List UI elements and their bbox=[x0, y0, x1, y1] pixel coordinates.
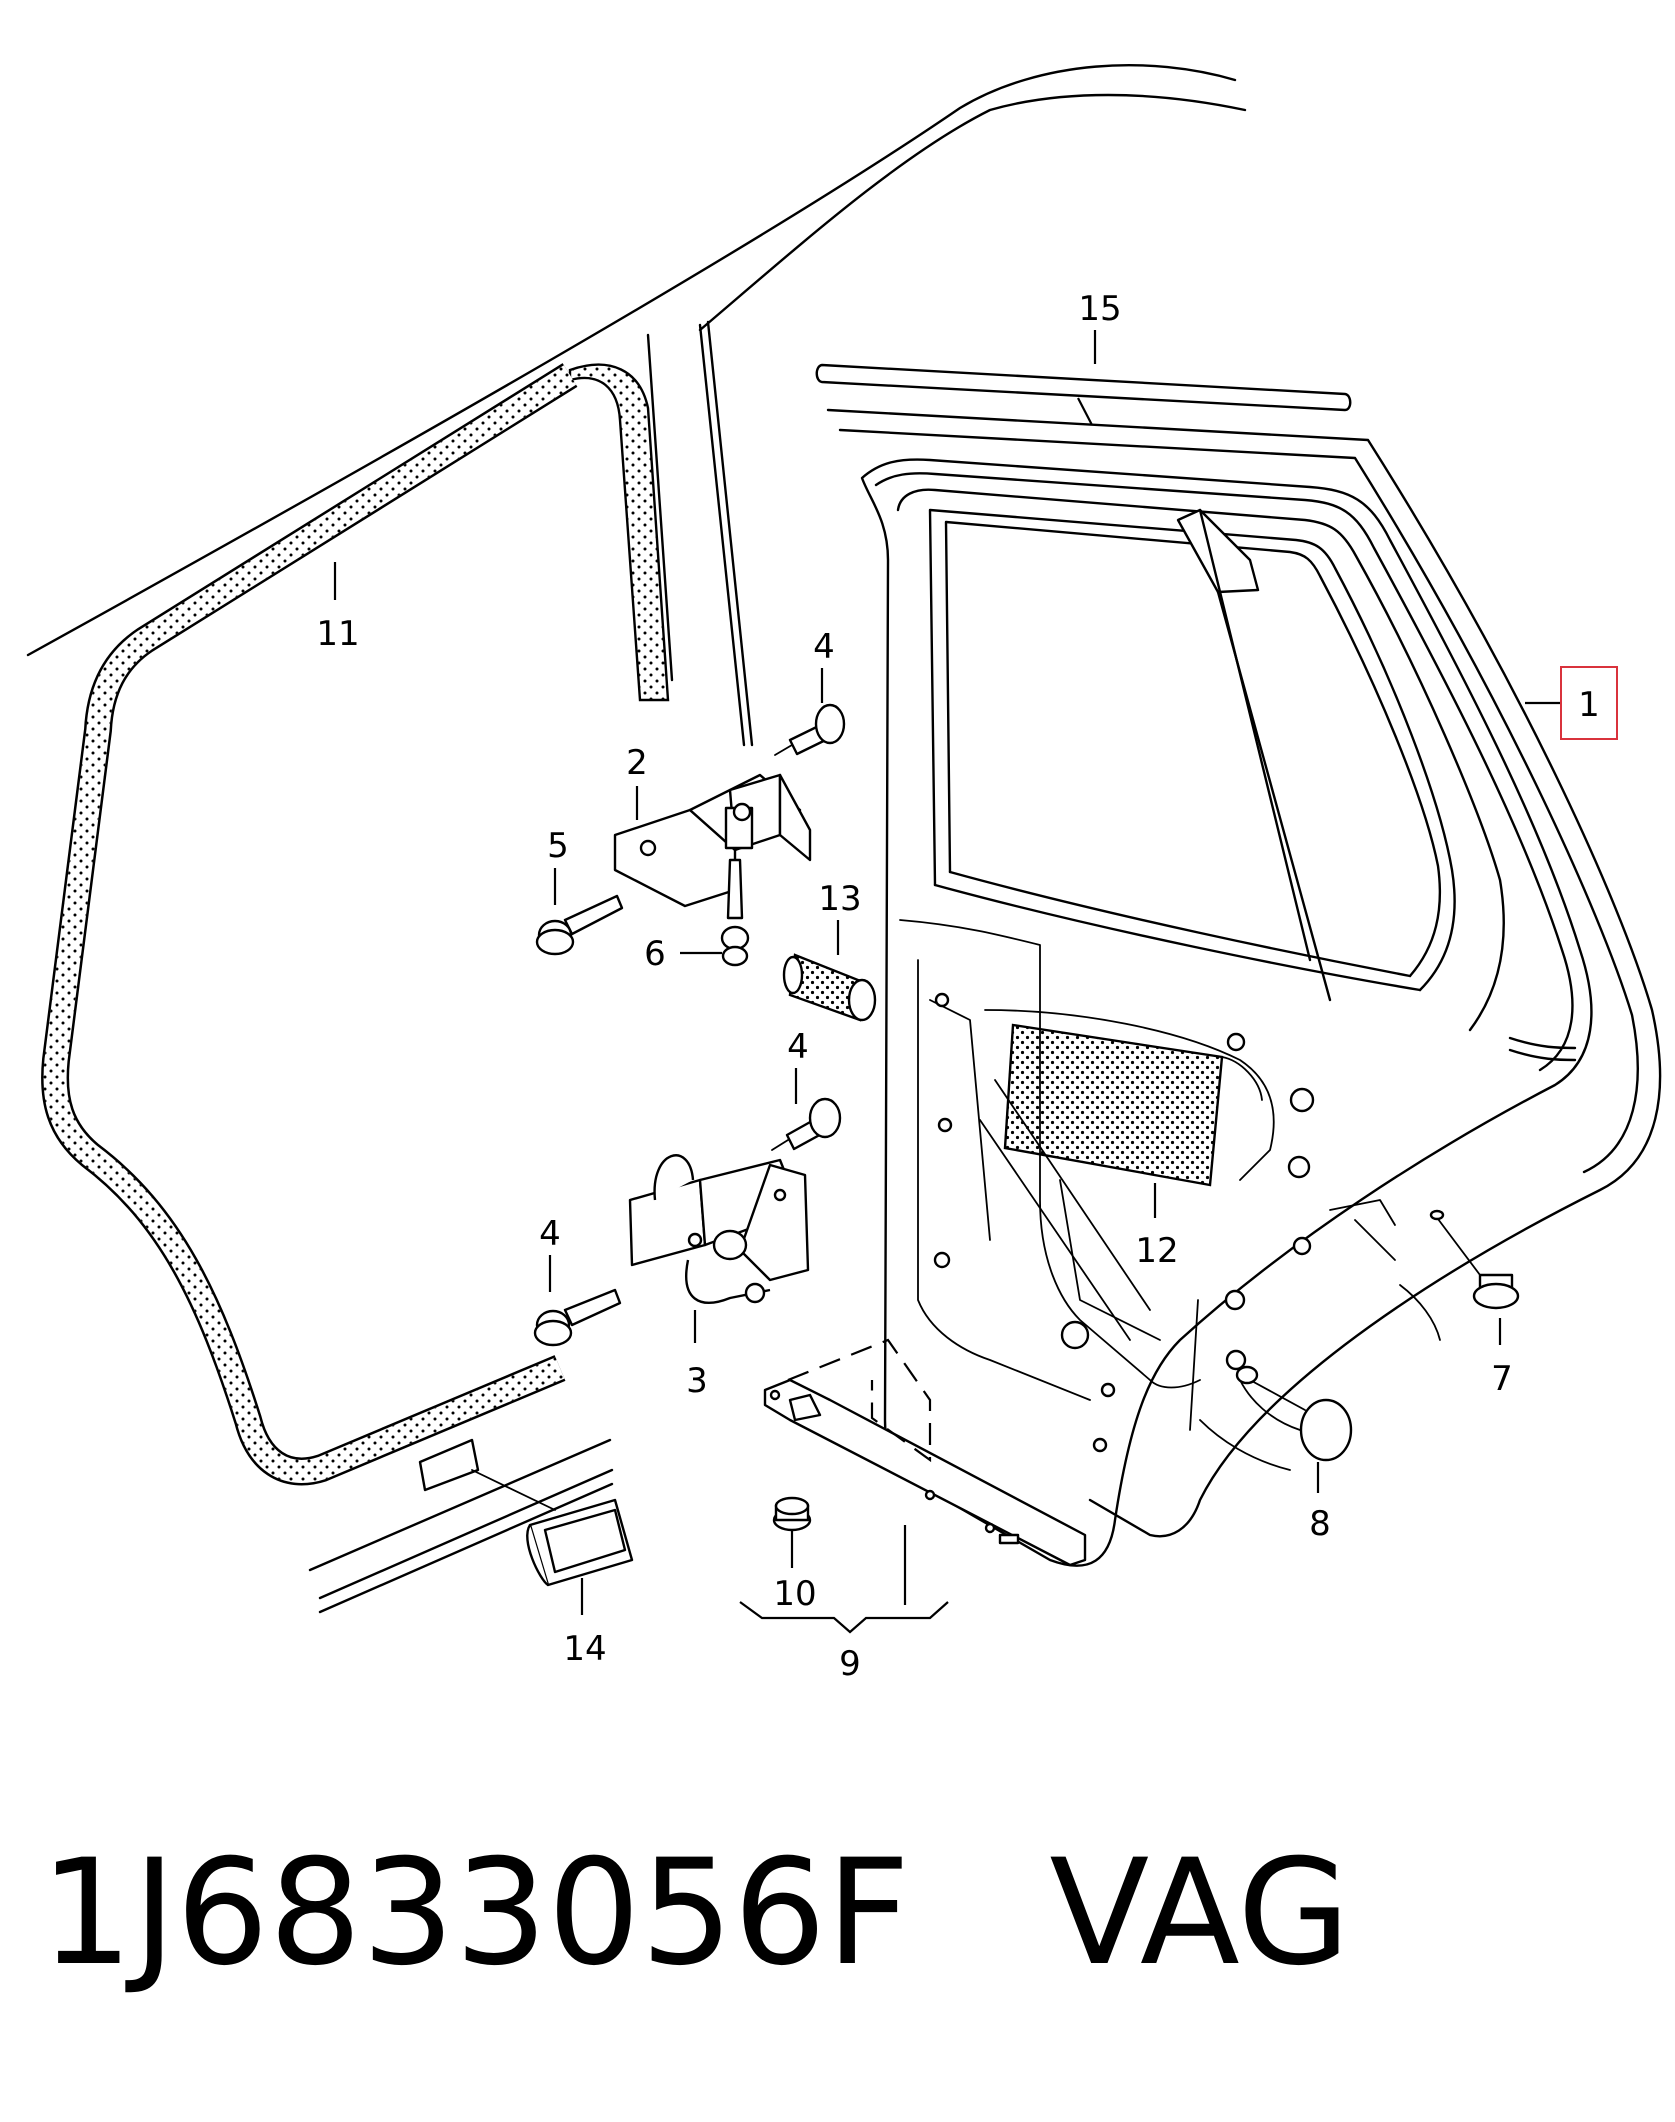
callout-2: 2 bbox=[626, 743, 648, 783]
callout-4-lower: 4 bbox=[539, 1214, 561, 1254]
lower-hinge bbox=[628, 1154, 810, 1304]
bolt-middle bbox=[771, 1097, 842, 1151]
highlighted-callout-box bbox=[1560, 666, 1618, 740]
clip bbox=[418, 1438, 634, 1587]
leader-lines bbox=[333, 330, 1560, 1634]
nut bbox=[772, 1496, 812, 1532]
callout-4-upper: 4 bbox=[813, 627, 835, 667]
grommet bbox=[782, 953, 877, 1022]
callout-labels: 1 15 11 4 2 5 6 13 4 4 3 12 7 8 10 9 14 bbox=[316, 289, 1618, 1684]
hinge-bolts bbox=[533, 703, 846, 1347]
callout-8: 8 bbox=[1309, 1504, 1331, 1544]
callout-3: 3 bbox=[686, 1361, 708, 1401]
brand-name: VAG bbox=[1049, 1828, 1351, 1998]
part-number: 1J6833056F bbox=[40, 1828, 911, 1998]
callout-15: 15 bbox=[1078, 289, 1121, 329]
mounting-plate bbox=[763, 1338, 1087, 1567]
window-seal bbox=[41, 363, 670, 1486]
plug-small bbox=[1429, 1209, 1520, 1310]
window-channel-strip bbox=[815, 363, 1352, 412]
vehicle-body-outline bbox=[26, 64, 1247, 1614]
callout-10: 10 bbox=[773, 1574, 816, 1614]
callout-6: 6 bbox=[644, 934, 666, 974]
parts-diagram: 1 15 11 4 2 5 6 13 4 4 3 12 7 8 10 9 14 bbox=[26, 64, 1662, 1684]
callout-9: 9 bbox=[839, 1644, 861, 1684]
hinge-bolt-5 bbox=[535, 894, 624, 956]
callout-5: 5 bbox=[547, 826, 569, 866]
bolt-upper bbox=[774, 703, 846, 756]
callout-14: 14 bbox=[563, 1629, 606, 1669]
callout-4-middle: 4 bbox=[787, 1027, 809, 1067]
callout-12: 12 bbox=[1135, 1231, 1178, 1271]
cap bbox=[1235, 1365, 1353, 1462]
callout-13: 13 bbox=[818, 879, 861, 919]
callout-1: 1 bbox=[1578, 685, 1600, 725]
rear-door bbox=[826, 408, 1662, 1567]
upper-hinge bbox=[613, 773, 812, 967]
callout-7: 7 bbox=[1491, 1359, 1513, 1399]
bolt-lower bbox=[533, 1288, 622, 1347]
part-number-caption: 1J6833056F VAG bbox=[40, 1840, 1350, 1986]
callout-11: 11 bbox=[316, 614, 359, 654]
